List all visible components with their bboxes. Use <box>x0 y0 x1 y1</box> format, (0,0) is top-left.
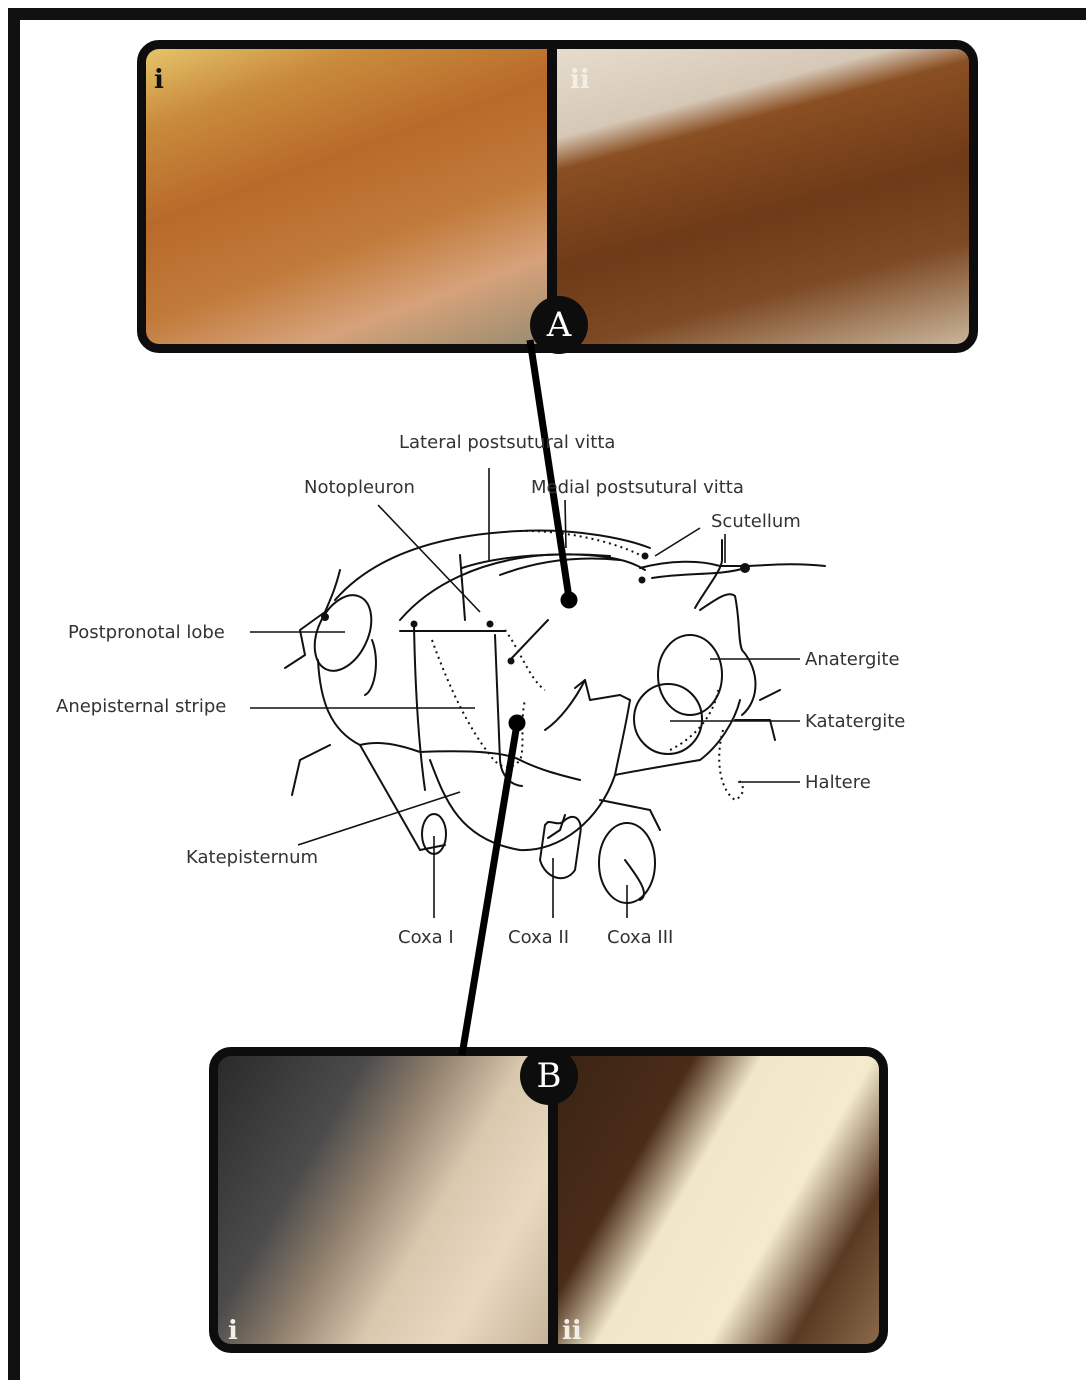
label-coxa-i: Coxa I <box>398 927 454 948</box>
connector-dot-a <box>561 592 578 609</box>
label-anatergite: Anatergite <box>805 649 900 670</box>
panel-badge-a: A <box>530 296 588 354</box>
label-katepisternum: Katepisternum <box>186 847 318 868</box>
label-katatergite: Katatergite <box>805 711 905 732</box>
label-anepisternal-stripe: Anepisternal stripe <box>56 696 226 717</box>
bristle-dots <box>321 553 750 665</box>
label-coxa-iii: Coxa III <box>607 927 673 948</box>
label-lateral-postsutural-vitta: Lateral postsutural vitta <box>399 432 615 453</box>
label-coxa-ii: Coxa II <box>508 927 569 948</box>
label-haltere: Haltere <box>805 772 871 793</box>
label-medial-postsutural-vitta: Medial postsutural vitta <box>531 477 744 498</box>
label-notopleuron: Notopleuron <box>304 477 415 498</box>
connector-dot-b <box>509 715 526 732</box>
connector-line-b <box>462 724 517 1055</box>
thorax-outline <box>285 531 825 903</box>
panel-badge-b: B <box>520 1047 578 1105</box>
label-scutellum: Scutellum <box>711 511 801 532</box>
connector-line-a <box>530 340 569 598</box>
label-postpronotal-lobe: Postpronotal lobe <box>68 622 225 643</box>
